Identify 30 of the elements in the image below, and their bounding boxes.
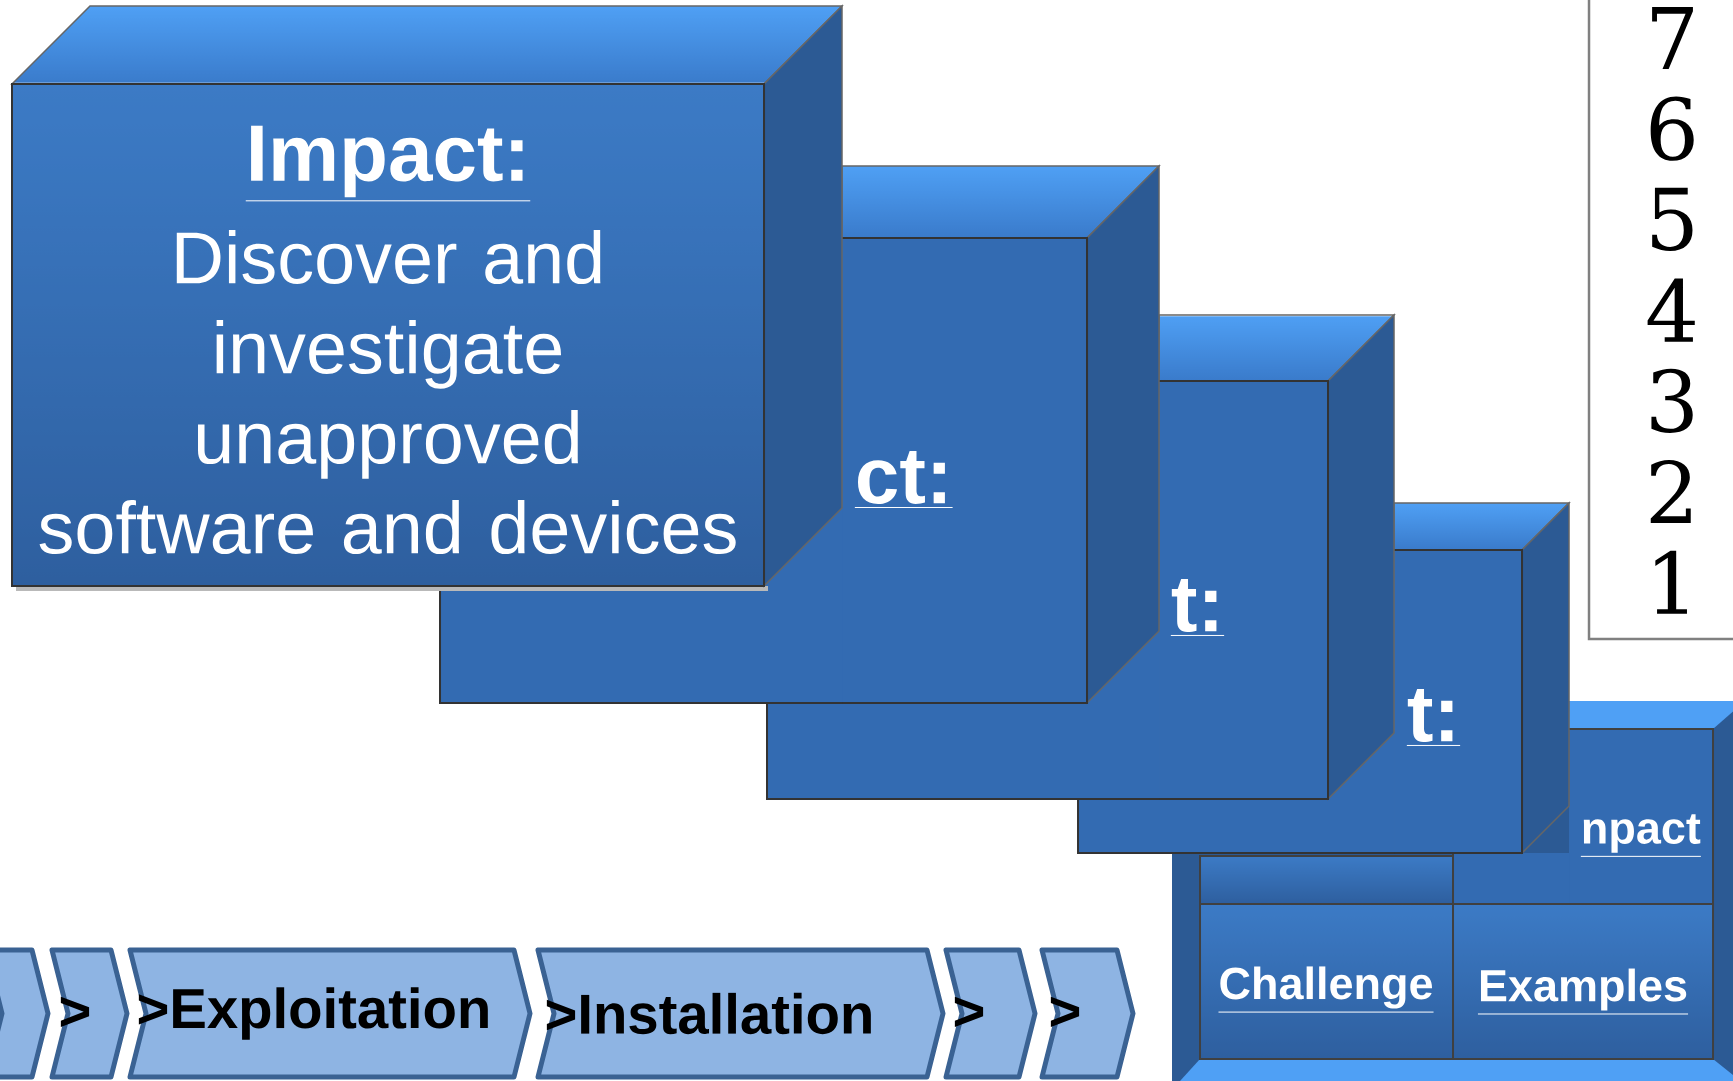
number-box bbox=[1587, 0, 1733, 641]
process-step bbox=[127, 947, 533, 1080]
step-label: > bbox=[1050, 996, 1080, 1027]
process-step bbox=[943, 947, 1038, 1080]
process-step bbox=[535, 947, 946, 1080]
heading: t: bbox=[1406, 689, 1461, 746]
process-step bbox=[49, 947, 130, 1080]
heading: t: bbox=[1170, 579, 1225, 636]
number-label: 5 bbox=[1652, 187, 1693, 251]
number-label: 3 bbox=[1651, 368, 1693, 433]
table-cell bbox=[1199, 855, 1454, 905]
step-label: > bbox=[954, 996, 984, 1027]
heading: ct: bbox=[854, 451, 954, 508]
process-step bbox=[0, 947, 51, 1080]
number-label: 6 bbox=[1650, 96, 1694, 161]
number-label: 1 bbox=[1655, 550, 1687, 614]
number-label: 2 bbox=[1650, 459, 1691, 524]
cell-label: npact bbox=[1580, 814, 1702, 857]
step-label: >Installation bbox=[546, 992, 871, 1035]
step-label: > bbox=[60, 996, 90, 1027]
table-cell bbox=[1568, 728, 1714, 905]
table-cell bbox=[1452, 903, 1714, 1060]
heading: Impact: bbox=[245, 125, 531, 202]
number-label: 4 bbox=[1647, 278, 1695, 342]
cell-label: Examples bbox=[1477, 968, 1689, 1015]
body-text: Discover and investigate unapproved software and devices bbox=[39, 229, 736, 555]
step-label: >Exploitation bbox=[138, 987, 488, 1040]
cell-label: Challenge bbox=[1218, 966, 1435, 1013]
number-label: 7 bbox=[1652, 7, 1693, 69]
process-step bbox=[1039, 947, 1136, 1080]
